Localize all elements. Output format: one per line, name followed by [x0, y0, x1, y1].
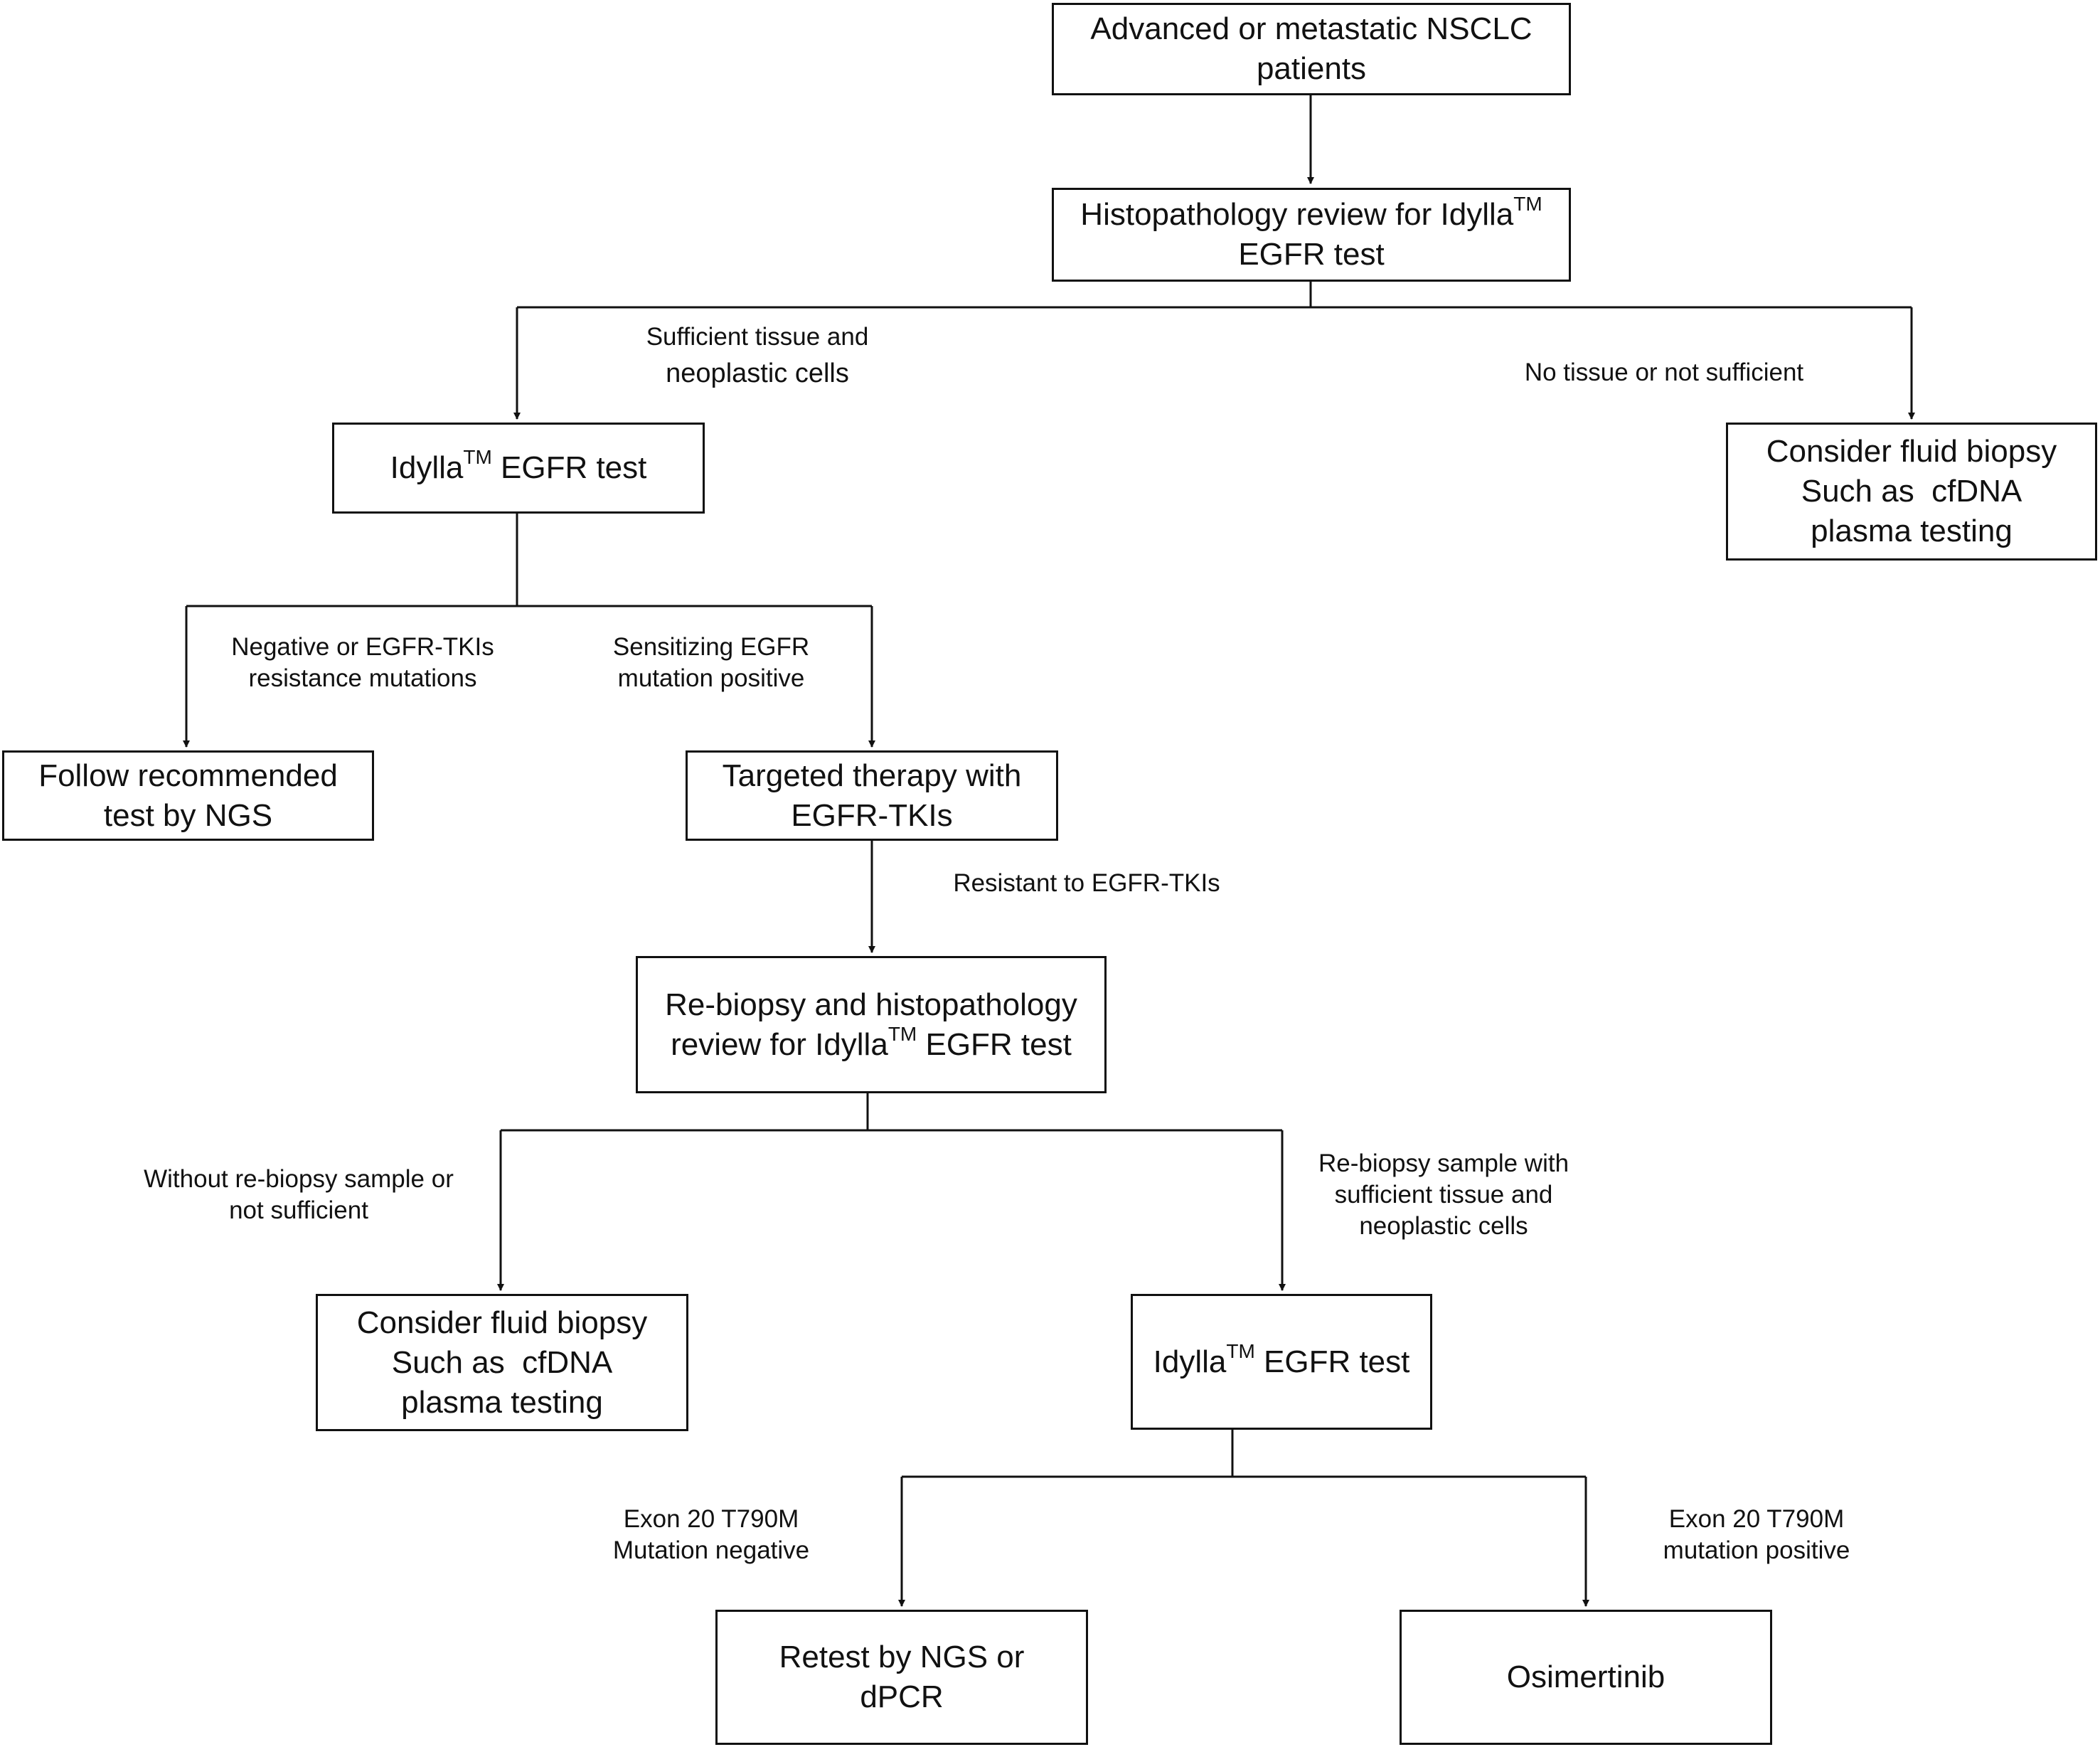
histo-line1: Histopathology review for IdyllaTM	[1080, 193, 1542, 235]
histopathology-review-box: Histopathology review for IdyllaTM EGFR …	[1052, 188, 1571, 282]
retest-box: Retest by NGS or dPCR	[715, 1610, 1088, 1745]
fluid1-line2: Such as cfDNA	[1801, 474, 2022, 509]
label-line: neoplastic cells	[666, 359, 849, 388]
fluid1-line1: Consider fluid biopsy	[1766, 434, 2057, 469]
idylla2-line: IdyllaTM EGFR test	[1153, 1339, 1410, 1382]
label-line: sufficient tissue and	[1334, 1181, 1553, 1209]
fluid2-line1: Consider fluid biopsy	[356, 1305, 648, 1340]
targeted-line2: EGFR-TKIs	[791, 797, 953, 833]
idylla-egfr-test-box-2: IdyllaTM EGFR test	[1131, 1294, 1432, 1430]
label-line: Negative or EGFR-TKIs	[231, 633, 494, 661]
idylla1-line: IdyllaTM EGFR test	[390, 446, 647, 488]
follow-line2: test by NGS	[103, 797, 273, 833]
idylla-egfr-test-box-1: IdyllaTM EGFR test	[332, 423, 705, 514]
label-line: Re-biopsy sample with	[1318, 1149, 1569, 1177]
rebiopsy-line2-post: EGFR test	[917, 1026, 1072, 1062]
retest-line2: dPCR	[860, 1679, 944, 1714]
histo-line1-text: Histopathology review for Idylla	[1080, 197, 1514, 232]
label-line: Sensitizing EGFR	[612, 633, 810, 661]
trademark-mark: TM	[1226, 1339, 1255, 1362]
trademark-mark: TM	[463, 446, 492, 469]
fluid-biopsy-box-1: Consider fluid biopsy Such as cfDNA plas…	[1726, 423, 2097, 561]
label-line: mutation positive	[1663, 1536, 1850, 1564]
idylla2-post: EGFR test	[1254, 1344, 1410, 1379]
label-line: Without re-biopsy sample or	[144, 1165, 454, 1193]
fluid2-line3: plasma testing	[401, 1384, 603, 1420]
label-negative-resistance: Negative or EGFR-TKIs resistance mutatio…	[213, 632, 512, 694]
start-box: Advanced or metastatic NSCLC patients	[1052, 3, 1571, 95]
trademark-mark: TM	[1513, 193, 1542, 216]
label-line: resistance mutations	[248, 664, 477, 692]
label-line: Mutation negative	[612, 1536, 810, 1564]
label-resistant: Resistant to EGFR-TKIs	[937, 868, 1236, 899]
label-line: Sufficient tissue and	[646, 323, 869, 351]
fluid-biopsy-box-2: Consider fluid biopsy Such as cfDNA plas…	[316, 1294, 688, 1431]
label-line: Exon 20 T790M	[1668, 1505, 1845, 1533]
label-line: No tissue or not sufficient	[1524, 359, 1804, 386]
label-rebiopsy-sufficient: Re-biopsy sample with sufficient tissue …	[1294, 1148, 1593, 1242]
idylla2-pre: Idylla	[1153, 1344, 1227, 1379]
label-sensitizing: Sensitizing EGFR mutation positive	[597, 632, 825, 694]
rebiopsy-box: Re-biopsy and histopathology review for …	[636, 956, 1107, 1093]
retest-line1: Retest by NGS or	[779, 1640, 1025, 1674]
label-without-rebiopsy: Without re-biopsy sample or not sufficie…	[128, 1164, 469, 1226]
rebiopsy-line2: review for IdyllaTM EGFR test	[671, 1022, 1072, 1065]
targeted-therapy-box: Targeted therapy with EGFR-TKIs	[686, 750, 1058, 841]
follow-ngs-box: Follow recommended test by NGS	[2, 750, 374, 841]
label-line: neoplastic cells	[1359, 1212, 1528, 1240]
label-line: not sufficient	[229, 1196, 368, 1224]
follow-line1: Follow recommended	[38, 758, 338, 793]
osimertinib-box: Osimertinib	[1400, 1610, 1772, 1745]
start-line2: patients	[1256, 51, 1367, 86]
start-line1: Advanced or metastatic NSCLC	[1090, 11, 1533, 46]
label-line: Resistant to EGFR-TKIs	[953, 869, 1220, 897]
idylla1-post: EGFR test	[491, 450, 647, 485]
fluid2-line2: Such as cfDNA	[391, 1344, 613, 1380]
rebiopsy-line2-pre: review for Idylla	[671, 1026, 888, 1062]
osimertinib-line: Osimertinib	[1506, 1660, 1665, 1694]
label-sufficient-tissue: Sufficient tissue and neoplastic cells	[619, 322, 896, 394]
label-no-tissue: No tissue or not sufficient	[1493, 357, 1835, 388]
idylla1-pre: Idylla	[390, 450, 464, 485]
label-line: Exon 20 T790M	[623, 1505, 799, 1533]
rebiopsy-line1: Re-biopsy and histopathology	[665, 987, 1077, 1022]
fluid1-line3: plasma testing	[1811, 514, 2013, 548]
trademark-mark: TM	[888, 1022, 917, 1045]
histo-line2: EGFR test	[1238, 237, 1385, 272]
targeted-line1: Targeted therapy with	[722, 758, 1022, 793]
label-line: mutation positive	[617, 664, 805, 692]
label-t790m-negative: Exon 20 T790M Mutation negative	[590, 1504, 832, 1566]
label-t790m-positive: Exon 20 T790M mutation positive	[1636, 1504, 1877, 1566]
